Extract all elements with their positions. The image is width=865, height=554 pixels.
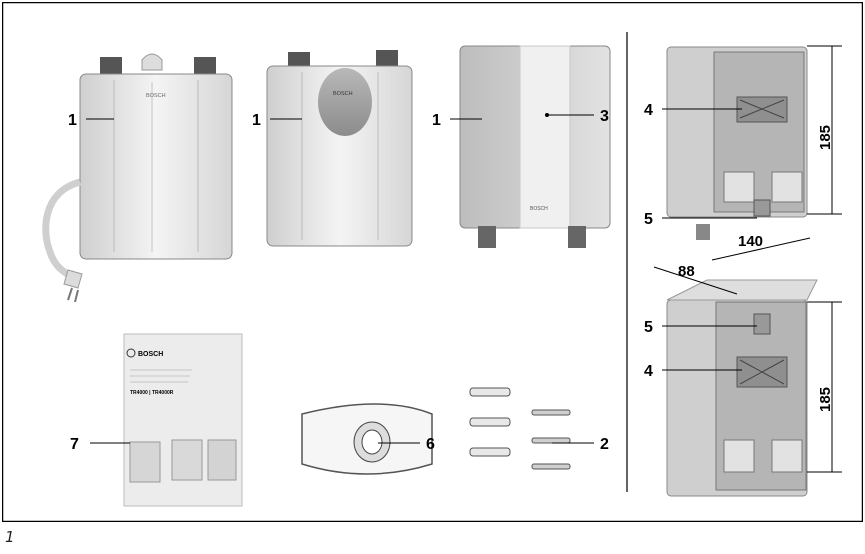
mounting-view-bottom: [666, 279, 818, 497]
figure-frame: BOSCH BOSCH BOSCH: [1, 1, 864, 523]
heater-a-illustration: BOSCH: [42, 53, 233, 303]
tape-roll-illustration: [301, 403, 433, 475]
callout-2: 2: [600, 436, 609, 453]
heater-c-brand: BOSCH: [530, 206, 548, 212]
dim-depth: 88: [678, 263, 695, 280]
dim-width: 140: [738, 233, 763, 250]
dim-height-top: 185: [817, 125, 834, 150]
callout-3: 3: [600, 108, 609, 125]
callout-5-top: 5: [644, 211, 653, 228]
dimension-lines: [653, 45, 842, 473]
figure-caption: 1: [5, 528, 15, 546]
callout-leaders: [86, 108, 757, 444]
callout-1-a: 1: [68, 112, 77, 129]
heater-a-brand: BOSCH: [146, 93, 166, 99]
callout-4-top: 4: [644, 102, 653, 119]
callout-5-bottom: 5: [644, 319, 653, 336]
callout-7: 7: [70, 436, 79, 453]
wall-fixings-illustration: [469, 387, 571, 470]
dim-height-bottom: 185: [817, 387, 834, 412]
heater-b-brand: BOSCH: [333, 91, 353, 97]
callout-1-b: 1: [252, 112, 261, 129]
front-cover-point: [545, 113, 549, 117]
callout-6: 6: [426, 436, 435, 453]
heater-c-illustration: BOSCH: [459, 45, 611, 248]
heater-b-illustration: BOSCH: [266, 50, 413, 247]
callout-4-bottom: 4: [644, 363, 653, 380]
callout-1-c: 1: [432, 112, 441, 129]
manual-illustration: BOSCH TR4000 | TR4000R: [123, 333, 243, 507]
mounting-view-top: [666, 46, 808, 240]
manual-brand: BOSCH: [138, 351, 163, 358]
manual-model: TR4000 | TR4000R: [130, 390, 174, 396]
